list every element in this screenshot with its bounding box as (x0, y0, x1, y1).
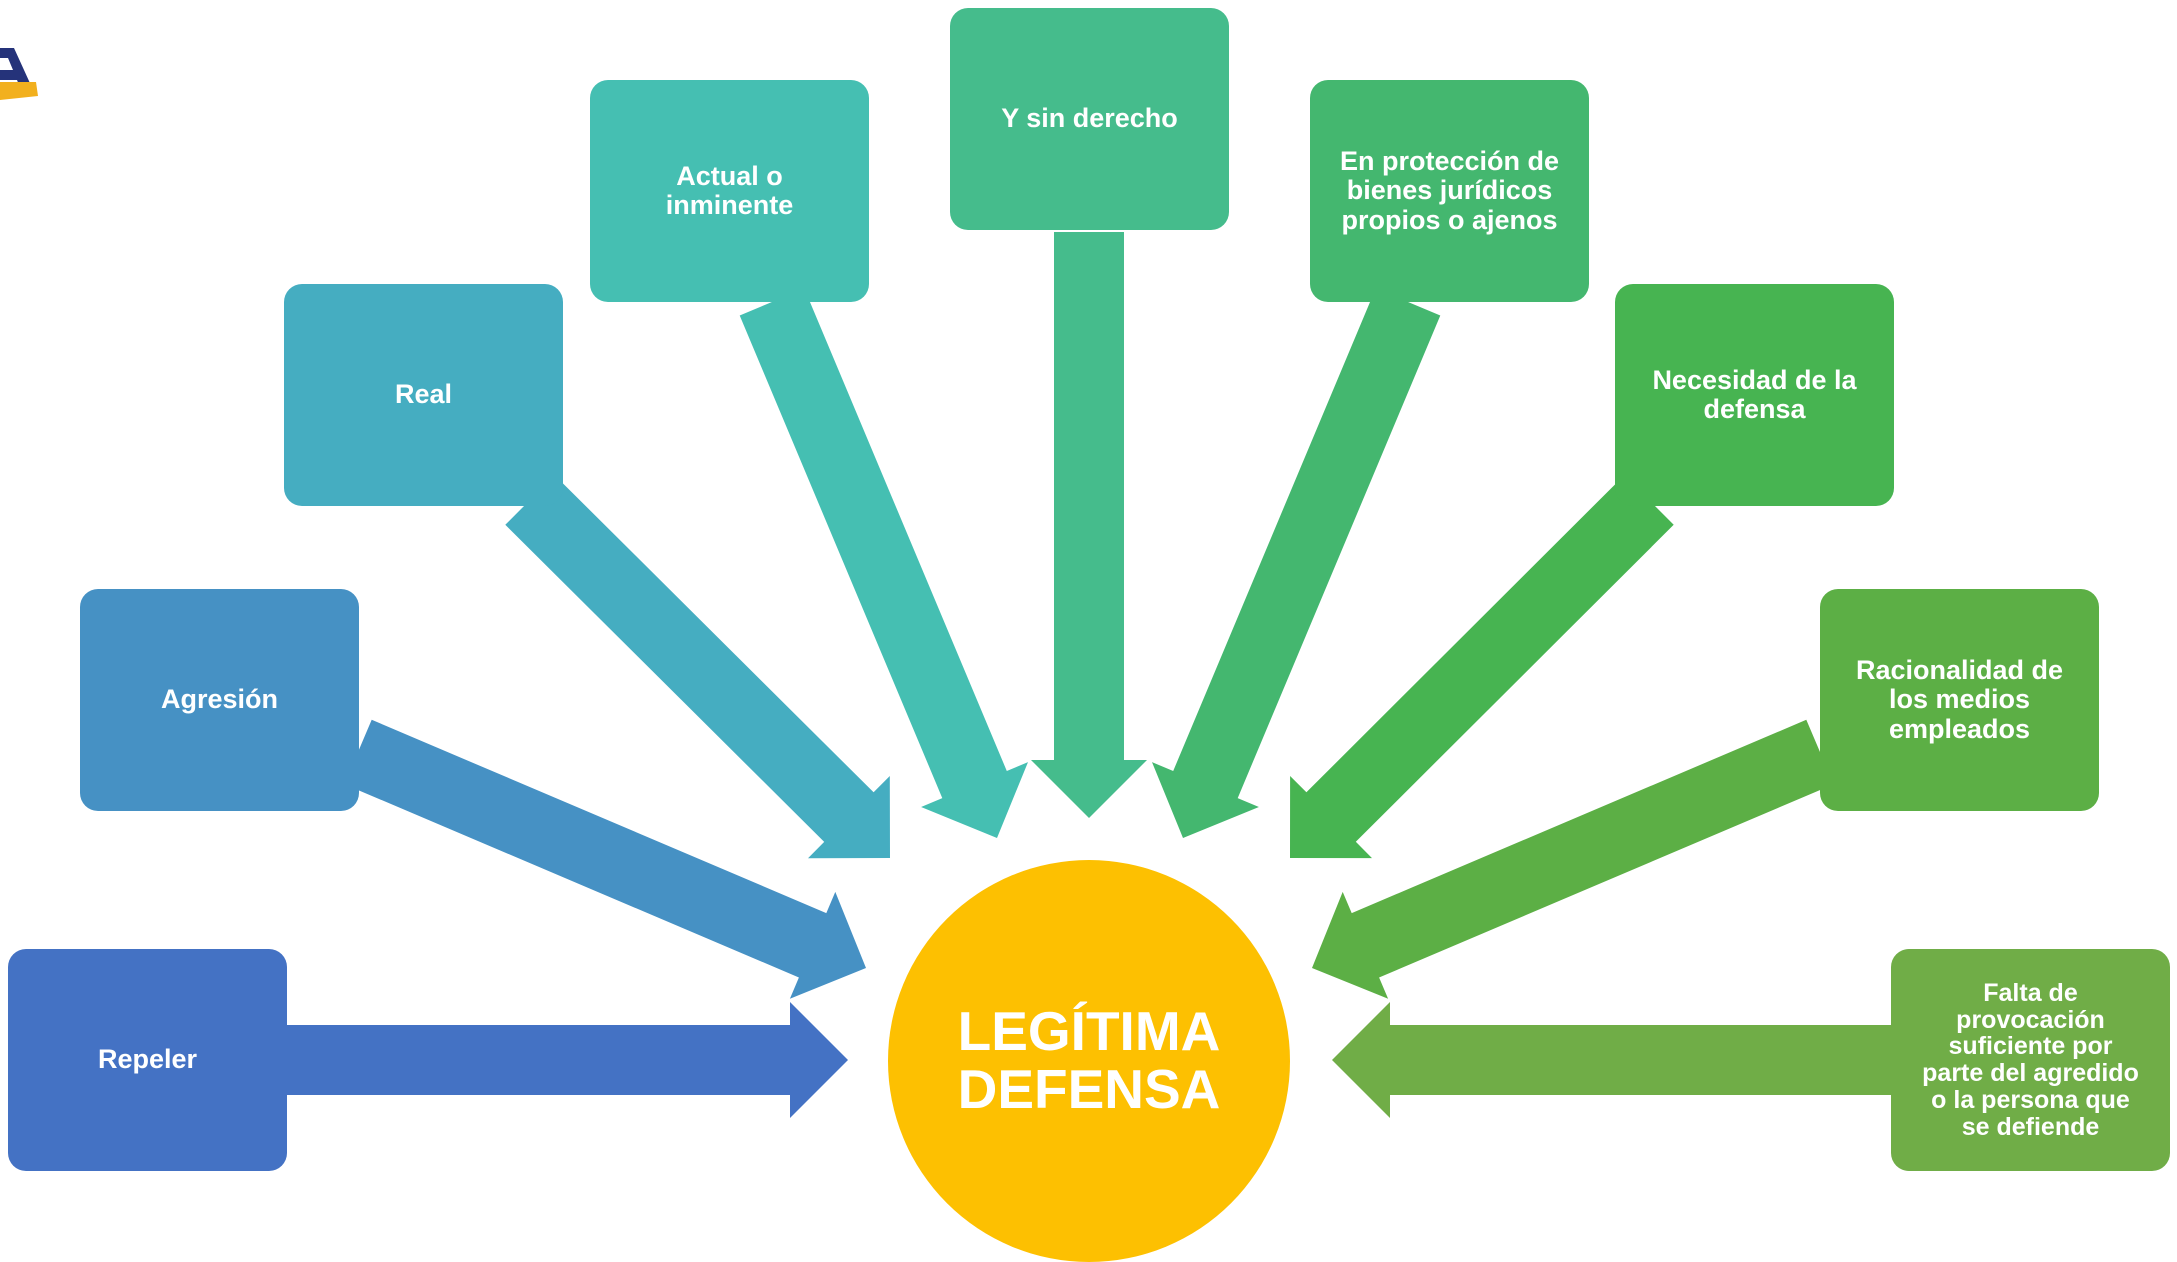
arrow-repeler (287, 1002, 848, 1118)
box-falta-provocacion: Falta de provocación suficiente por part… (1891, 949, 2170, 1171)
arrow-layer (287, 232, 1891, 1118)
arrow-falta-provocacion (1332, 1002, 1891, 1118)
box-repeler: Repeler (8, 949, 287, 1171)
arrow-actual-o-inminente (739, 288, 1028, 838)
box-actual-o-inminente: Actual o inminente (590, 80, 869, 302)
box-label-agresion: Agresión (160, 684, 279, 715)
box-label-necesidad-defensa: Necesidad de la defensa (1652, 364, 1857, 424)
arrow-agresion (344, 719, 866, 999)
logo-icon (0, 30, 42, 105)
arrow-real (505, 475, 890, 859)
arrow-necesidad-defensa (1290, 475, 1674, 859)
box-label-falta-provocacion: Falta de provocación suficiente por part… (1922, 978, 2139, 1141)
box-label-y-sin-derecho: Y sin derecho (1001, 103, 1178, 134)
box-real: Real (284, 284, 563, 506)
box-y-sin-derecho: Y sin derecho (950, 8, 1229, 230)
box-label-racionalidad-medios: Racionalidad de los medios empleados (1855, 655, 2064, 744)
box-necesidad-defensa: Necesidad de la defensa (1615, 284, 1894, 506)
box-label-proteccion-bienes: En protección de bienes jurídicos propio… (1339, 146, 1560, 235)
arrow-proteccion-bienes (1152, 288, 1441, 838)
arrow-racionalidad-medios (1312, 719, 1834, 999)
box-racionalidad-medios: Racionalidad de los medios empleados (1820, 589, 2099, 811)
box-agresion: Agresión (80, 589, 359, 811)
box-label-actual-o-inminente: Actual o inminente (665, 160, 794, 220)
center-circle: LEGÍTIMA DEFENSA (888, 860, 1290, 1262)
box-label-real: Real (394, 379, 453, 410)
center-label: LEGÍTIMA DEFENSA (957, 1000, 1221, 1120)
arrow-y-sin-derecho (1031, 232, 1147, 818)
box-label-repeler: Repeler (97, 1044, 198, 1075)
box-proteccion-bienes: En protección de bienes jurídicos propio… (1310, 80, 1589, 302)
